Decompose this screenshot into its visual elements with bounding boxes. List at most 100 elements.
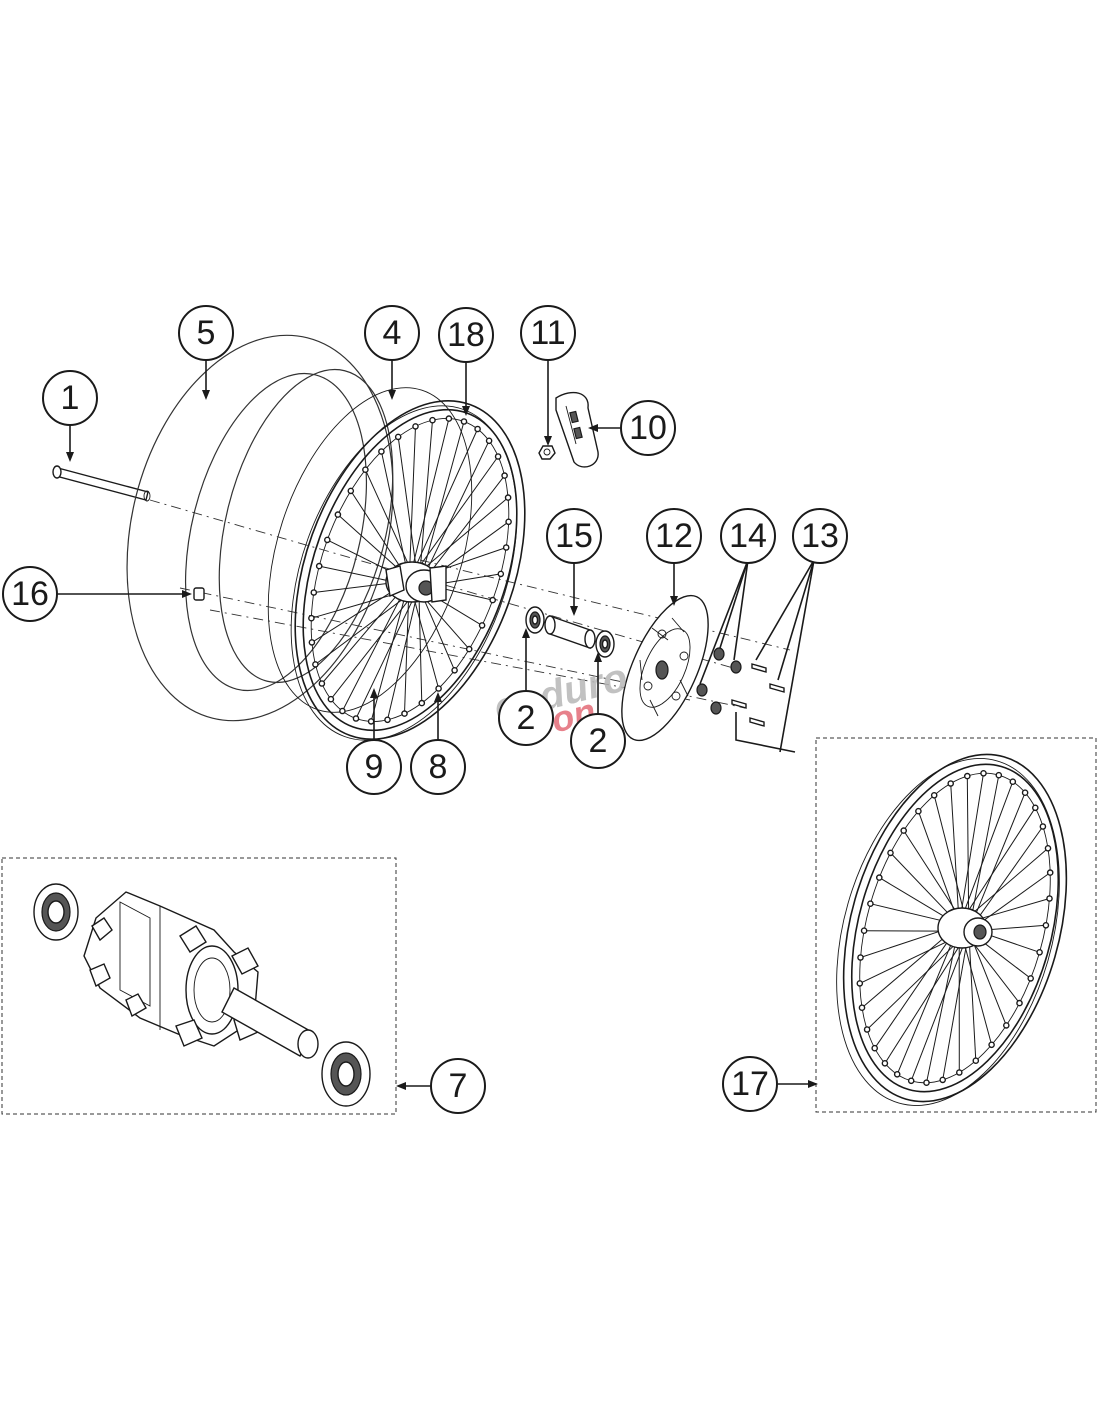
main-wheel-nipple: [378, 448, 385, 455]
complete-wheel-nipple: [856, 980, 864, 987]
main-wheel-nipple: [478, 622, 486, 629]
main-hub: [385, 561, 447, 603]
complete-wheel-spoke: [942, 931, 970, 1080]
main-wheel-nipple: [451, 667, 458, 674]
main-wheel-nipple: [412, 423, 419, 430]
main-wheel-nipple: [310, 589, 318, 596]
callout-12-label: 12: [655, 517, 693, 555]
complete-wheel-nipple: [1016, 999, 1023, 1007]
complete-wheel-spoke: [866, 930, 970, 1030]
main-wheel-spoke: [387, 587, 420, 720]
callout-2-right: 2: [570, 713, 626, 769]
brake-disc-part: [621, 594, 709, 742]
complete-wheel-nipple: [947, 780, 955, 787]
main-wheel-spoke: [404, 580, 410, 714]
complete-wheel-frame: [815, 737, 1097, 1113]
hub-detail-frame: [1, 857, 397, 1115]
complete-wheel-spoke: [968, 931, 977, 1061]
main-wheel-nipple: [401, 710, 408, 717]
callout-14: 14: [720, 508, 776, 564]
bearing-right-part: [595, 630, 615, 658]
callout-8: 8: [410, 739, 466, 795]
main-wheel-spoke: [380, 451, 410, 581]
complete-wheel-nipple: [900, 827, 908, 834]
main-wheel-nipple: [318, 680, 326, 687]
main-wheel-nipple: [489, 596, 497, 604]
complete-wheel-spoke: [910, 931, 970, 1081]
main-wheel-nipple: [312, 661, 319, 668]
spoke-nipples-part: [308, 415, 512, 725]
complete-wheel-nipple: [876, 874, 883, 881]
main-wheel-spoke: [408, 426, 416, 581]
main-wheel-nipple: [505, 518, 512, 526]
main-wheel-spoke: [418, 420, 433, 588]
main-wheel-nipple: [501, 472, 508, 479]
callout-18-label: 18: [447, 316, 485, 354]
complete-wheel-nipple: [1046, 895, 1053, 902]
main-wheel-nipple: [308, 639, 316, 646]
callout-8-label: 8: [429, 748, 448, 786]
callout-4-label: 4: [383, 314, 402, 352]
complete-wheel-nipple: [988, 1041, 995, 1049]
complete-wheel-nipple: [1021, 789, 1029, 797]
callout-18: 18: [438, 307, 494, 363]
complete-wheel-nipple: [1003, 1022, 1010, 1029]
callout-2-left: 2: [498, 690, 554, 746]
complete-wheel-spoke: [896, 924, 960, 1075]
callout-15: 15: [546, 508, 602, 564]
complete-wheel-nipple: [1039, 823, 1047, 830]
complete-wheel-nipple: [972, 1057, 980, 1064]
complete-wheel-nipple: [907, 1077, 915, 1085]
screws-part: [731, 663, 785, 727]
main-wheel-nipple: [308, 614, 315, 622]
callout-9-label: 9: [365, 748, 384, 786]
complete-wheel-nipple: [858, 1004, 866, 1012]
complete-wheel-nipple: [964, 772, 971, 780]
complete-wheel-nipple: [1046, 869, 1054, 876]
complete-wheel-part: [836, 753, 1068, 1106]
main-wheel-nipple: [367, 718, 375, 725]
complete-wheel-spoke: [968, 826, 1044, 932]
main-wheel-spoke: [330, 586, 420, 700]
complete-wheel-nipple: [980, 770, 987, 777]
complete-wheel-nipple: [887, 849, 894, 857]
complete-wheel-nipple: [893, 1071, 901, 1078]
callout-10: 10: [620, 400, 676, 456]
main-wheel-nipple: [502, 544, 510, 551]
complete-wheel-nipple: [1009, 778, 1017, 786]
bearing-left-part: [525, 606, 545, 634]
main-wheel-nipple: [327, 695, 335, 703]
hub-detail-part: [33, 883, 371, 1107]
spacer-part: [544, 615, 596, 649]
complete-wheel-nipple: [871, 1044, 879, 1052]
callout-13: 13: [792, 508, 848, 564]
main-wheel-spoke: [355, 586, 420, 719]
callout-5: 5: [178, 305, 234, 361]
complete-wheel-spoke: [968, 775, 1000, 932]
washers-part: [696, 647, 742, 715]
callout-2-left-label: 2: [517, 699, 536, 737]
callout-16-label: 16: [11, 575, 49, 613]
main-wheel-spoke: [408, 428, 479, 582]
callout-13-label: 13: [801, 517, 839, 555]
complete-wheel-nipple: [923, 1079, 930, 1086]
complete-wheel-nipple: [1032, 804, 1039, 812]
complete-wheel-nipple: [956, 1069, 963, 1076]
callout-16: 16: [2, 566, 58, 622]
main-wheel-nipple: [465, 645, 473, 653]
complete-wheel-spoke: [950, 783, 960, 925]
complete-wheel-spoke: [958, 807, 1036, 926]
main-wheel-nipple: [485, 437, 493, 445]
tire-part: [126, 334, 394, 722]
complete-wheel-nipple: [915, 807, 922, 815]
callout-5-label: 5: [197, 314, 216, 352]
main-wheel-nipple: [323, 536, 331, 544]
callout-10-label: 10: [629, 409, 667, 447]
callout-9: 9: [346, 739, 402, 795]
main-wheel-spoke: [408, 456, 499, 582]
complete-wheel-nipple: [863, 1026, 871, 1033]
main-wheel-nipple: [445, 415, 453, 422]
main-wheel-nipple: [352, 715, 360, 722]
main-wheel-nipple: [334, 511, 342, 518]
main-wheel-nipple: [494, 453, 502, 460]
